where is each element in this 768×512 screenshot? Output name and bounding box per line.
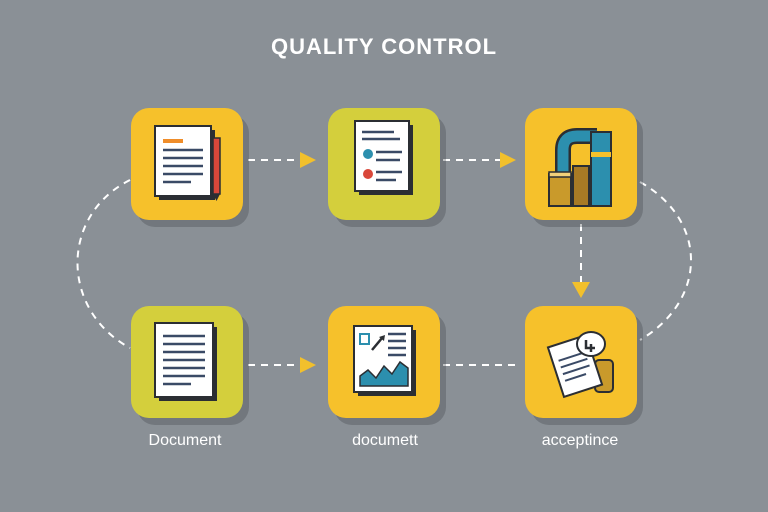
document-with-pencil-icon <box>154 125 221 201</box>
arrow-head-2-3 <box>500 152 516 168</box>
checklist-document-icon <box>354 120 413 195</box>
connector-loop-right <box>639 181 692 341</box>
step-tile-2 <box>328 108 440 220</box>
arrow-head-3-6 <box>572 282 590 298</box>
arrow-head-4-5 <box>300 357 316 373</box>
acceptance-papers-icon <box>546 331 614 399</box>
step-tile-6 <box>525 306 637 418</box>
pipe-and-barrel-icon <box>548 128 612 207</box>
connector-loop-left <box>76 179 131 349</box>
step-caption-document: Document <box>148 432 222 449</box>
page-title: QUALITY CONTROL <box>270 34 498 59</box>
step-tile-1 <box>131 108 243 220</box>
step-caption-acceptince: acceptince <box>541 432 619 449</box>
step-tile-4 <box>131 306 243 418</box>
chart-report-icon <box>353 325 416 396</box>
step-tile-5 <box>328 306 440 418</box>
text-document-icon <box>154 322 217 401</box>
arrow-head-1-2 <box>300 152 316 168</box>
step-caption-documett: documett <box>352 432 418 449</box>
step-tile-3 <box>525 108 637 220</box>
